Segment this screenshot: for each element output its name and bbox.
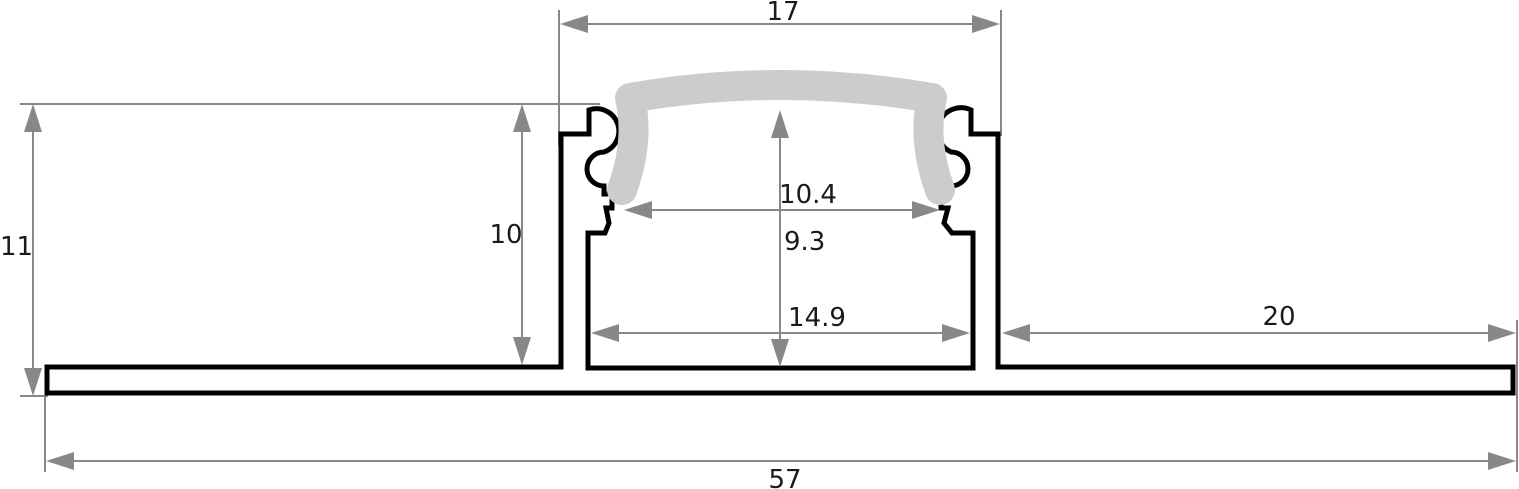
arrow-inner-depth-up — [771, 110, 789, 138]
arrow-channel-width-right — [972, 15, 1000, 33]
arrow-total-height-up — [24, 104, 42, 132]
arrow-diffuser-left — [624, 201, 652, 219]
label-inner-depth: 9.3 — [784, 227, 825, 257]
label-diffuser-span: 10.4 — [779, 180, 837, 210]
dimension-lines — [32, 23, 1501, 462]
label-channel-outer-width: 17 — [766, 0, 799, 27]
arrow-channel-width-left — [560, 15, 588, 33]
arrow-inner-width-right — [942, 324, 970, 342]
arrow-flange-right — [1488, 324, 1516, 342]
extension-lines — [20, 10, 1518, 472]
arrow-diffuser-right — [912, 201, 940, 219]
label-inner-width: 14.9 — [788, 303, 846, 333]
arrowheads — [24, 15, 1516, 470]
arrow-total-width-left — [46, 452, 74, 470]
label-channel-depth: 10 — [489, 220, 522, 250]
label-total-height: 11 — [0, 232, 33, 262]
label-total-width: 57 — [768, 465, 801, 489]
arrow-flange-left — [1002, 324, 1030, 342]
arrow-total-height-down — [24, 368, 42, 396]
diffuser-cover — [607, 70, 955, 205]
arrow-channel-depth-up — [513, 104, 531, 132]
arrow-inner-width-left — [591, 324, 619, 342]
arrow-total-width-right — [1488, 452, 1516, 470]
arrow-channel-depth-down — [513, 337, 531, 365]
dimension-labels: 11 10 17 10.4 9.3 14.9 20 57 — [0, 0, 1296, 489]
arrow-inner-depth-down — [771, 339, 789, 367]
label-flange-width: 20 — [1262, 302, 1295, 332]
